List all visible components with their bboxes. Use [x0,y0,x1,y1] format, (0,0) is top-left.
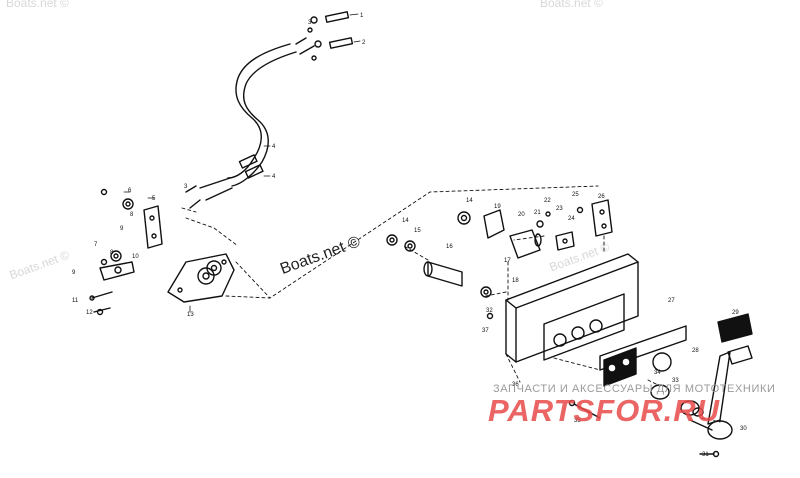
part-label: 5 [152,196,156,202]
control-cables [185,37,315,209]
part-label: 23 [556,206,563,212]
part-label: 3 [184,184,188,190]
small-bracket-parts [536,199,613,251]
part-label: 34 [654,370,661,376]
part-label: 29 [732,310,739,316]
part-label: 22 [544,198,551,204]
part-label: 17 [504,258,511,264]
brand-tagline: ЗАПЧАСТИ И АКСЕССУАРЫ ДЛЯ МОТОТЕХНИКИ [493,383,776,395]
part-label: 24 [568,216,575,222]
lever-bracket-assembly [89,188,163,316]
part-label: 13 [187,312,194,318]
decal-plates [599,325,687,387]
part-label: 8 [130,212,134,218]
part-number-labels: 1 2 3 3 4 4 5 6 7 8 8 9 9 10 11 12 13 14… [72,13,747,458]
part-label: 28 [692,348,699,354]
part-label: 9 [72,270,76,276]
part-label: 32 [486,308,493,314]
part-label: 3 [308,20,312,26]
part-label: 37 [482,328,489,334]
part-label: 16 [446,244,453,250]
part-label: 14 [402,218,409,224]
part-label: 14 [466,198,473,204]
part-label: 7 [94,242,98,248]
part-label: 36 [512,382,519,388]
control-box-housing [505,253,639,363]
watermark-top-left: Boats.net © [6,0,69,10]
part-label: 6 [128,188,132,194]
cable-end-pins-top [307,11,354,61]
part-label: 19 [494,204,501,210]
part-label: 1 [360,13,364,19]
assembly-leader-lines [181,185,721,423]
part-label: 26 [598,194,605,200]
part-label: 18 [512,278,519,284]
brand-logo-text: PARTSFOR.RU [488,393,721,428]
part-label: 12 [86,310,93,316]
shift-throttle-plate [167,253,235,303]
part-label: 4 [272,174,276,180]
part-label: 31 [702,452,709,458]
bolts [486,312,720,458]
part-label: 21 [534,210,541,216]
part-label: 25 [572,192,579,198]
part-label: 10 [132,254,139,260]
part-label: 35 [574,418,581,424]
part-label: 8 [110,250,114,256]
part-label: 30 [740,426,747,432]
part-label: 15 [414,228,421,234]
part-label: 20 [518,212,525,218]
label-leader-ticks [123,13,361,313]
handle-lever [689,313,753,440]
part-label: 11 [72,298,79,304]
part-label: 4 [272,144,276,150]
hub-parts [650,384,704,417]
shaft-assembly [386,209,542,298]
part-label: 33 [672,378,679,384]
part-label: 27 [668,298,675,304]
part-label: 9 [120,226,124,232]
part-label: 2 [362,40,366,46]
watermark-top-center: Boats.net © [540,0,603,10]
